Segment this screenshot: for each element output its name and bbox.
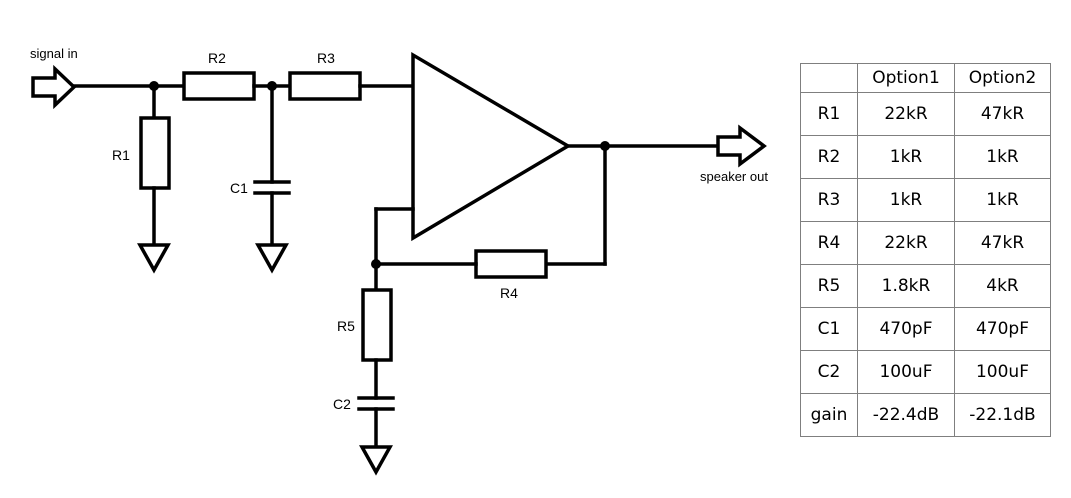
row-option1: 1.8kR [857, 264, 955, 308]
row-name: R5 [800, 264, 858, 308]
label-r2: R2 [208, 50, 226, 66]
resistor-r4 [474, 249, 548, 279]
circuit-schematic: signal in R2 R3 R1 C1 speaker out R4 R5 … [30, 46, 768, 476]
row-name: gain [800, 393, 858, 437]
ground-icon [255, 243, 289, 274]
row-option2: 4kR [954, 264, 1051, 308]
ground-icon [137, 243, 171, 274]
label-r5: R5 [337, 318, 355, 334]
row-name: R2 [800, 135, 858, 179]
table-row: R1 22kR 47kR [800, 92, 1051, 136]
row-option2: -22.1dB [954, 393, 1051, 437]
row-option1: 100uF [857, 350, 955, 394]
resistor-r3 [288, 71, 362, 101]
input-arrow-icon [31, 64, 77, 110]
table-row: R2 1kR 1kR [800, 135, 1051, 179]
resistor-r1 [139, 116, 171, 190]
ground-icon [359, 445, 393, 476]
output-arrow-icon [716, 124, 767, 168]
table-row: R3 1kR 1kR [800, 178, 1051, 222]
label-r3: R3 [317, 50, 335, 66]
row-name: R3 [800, 178, 858, 222]
row-name: C2 [800, 350, 858, 394]
label-c2: C2 [333, 396, 351, 412]
table-row: C2 100uF 100uF [800, 350, 1051, 394]
table-header-row: Option1 Option2 [800, 63, 1051, 93]
table-row: R5 1.8kR 4kR [800, 264, 1051, 308]
row-option1: -22.4dB [857, 393, 955, 437]
row-option1: 22kR [857, 92, 955, 136]
row-name: R1 [800, 92, 858, 136]
row-name: R4 [800, 221, 858, 265]
output-label: speaker out [700, 169, 768, 184]
label-r4: R4 [500, 285, 518, 301]
row-option2: 1kR [954, 178, 1051, 222]
row-option1: 1kR [857, 135, 955, 179]
opamp-triangle-icon [411, 51, 572, 242]
row-option2: 47kR [954, 221, 1051, 265]
row-option1: 470pF [857, 307, 955, 351]
resistor-r5 [361, 288, 393, 362]
row-option2: 47kR [954, 92, 1051, 136]
row-option2: 1kR [954, 135, 1051, 179]
junction-feedback [371, 259, 381, 269]
table-row: C1 470pF 470pF [800, 307, 1051, 351]
row-option2: 470pF [954, 307, 1051, 351]
row-option1: 1kR [857, 178, 955, 222]
table-row: R4 22kR 47kR [800, 221, 1051, 265]
component-values-table: Option1 Option2 R1 22kR 47kR R2 1kR 1kR … [800, 63, 1051, 437]
label-c1: C1 [230, 180, 248, 196]
label-r1: R1 [112, 147, 130, 163]
row-name: C1 [800, 307, 858, 351]
table-header-cell [800, 63, 858, 93]
row-option1: 22kR [857, 221, 955, 265]
row-option2: 100uF [954, 350, 1051, 394]
resistor-r2 [182, 71, 256, 101]
table-header-option2: Option2 [954, 63, 1051, 93]
table-header-option1: Option1 [857, 63, 955, 93]
input-label: signal in [30, 46, 78, 61]
table-row: gain -22.4dB -22.1dB [800, 393, 1051, 437]
